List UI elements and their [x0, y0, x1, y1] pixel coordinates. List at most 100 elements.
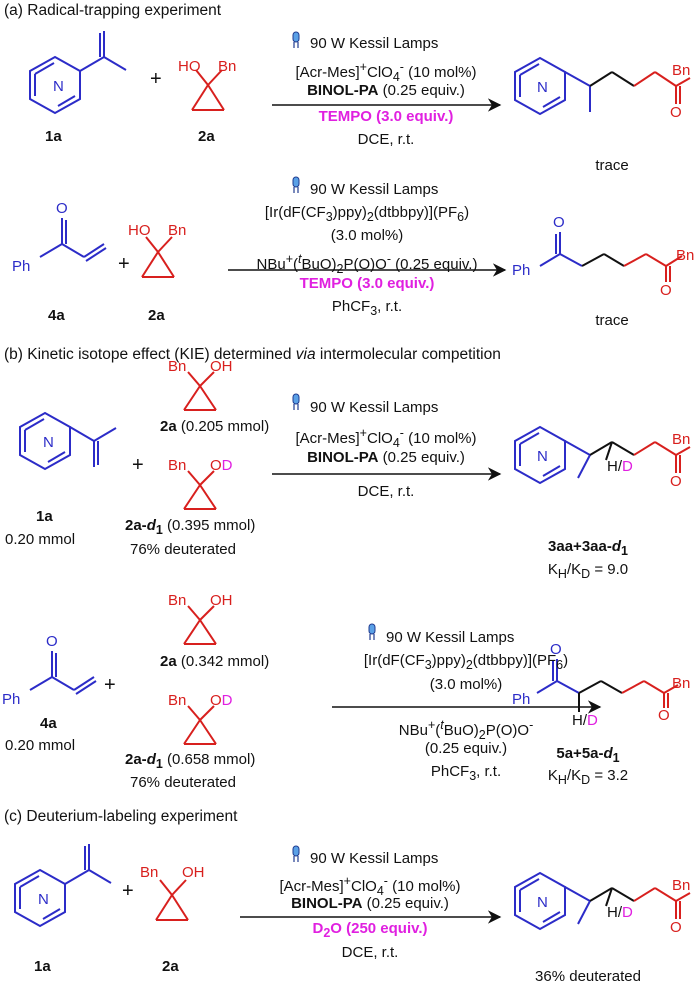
product-atom-o: O — [670, 104, 682, 121]
molecule-1a-r5 — [14, 844, 112, 928]
atom-ph: Ph — [2, 691, 21, 708]
molecule-1a-r3 — [19, 411, 117, 471]
atom-n: N — [43, 434, 54, 451]
label-2a: 2a — [198, 128, 215, 145]
plus-sign: + — [104, 674, 116, 696]
atom-n: N — [53, 78, 64, 95]
catalyst-text: [Acr-Mes]+ClO4- (10 mol%) — [295, 426, 477, 450]
molecule-2a-r5 — [155, 879, 189, 921]
product-atom-o: O — [550, 641, 562, 658]
atom-oh: OH — [210, 592, 233, 609]
lamp-icon — [292, 845, 300, 863]
product-atom-o: O — [670, 919, 682, 936]
plus-sign: + — [118, 253, 130, 275]
solvent-text: DCE, r.t. — [341, 944, 399, 961]
label-2a-amount: 2a (0.205 mmol) — [160, 418, 270, 435]
kie-r4: KH/KD = 3.2 — [547, 767, 629, 787]
catalyst-text: [Ir(dF(CF3)ppy)2(dtbbpy)](PF6) — [264, 204, 470, 224]
atom-bn: Bn — [168, 222, 187, 239]
amount-1a: 0.20 mmol — [5, 531, 76, 548]
product-atom-n: N — [537, 448, 548, 465]
atom-o: O — [46, 633, 58, 650]
acid-text: BINOL-PA (0.25 equiv.) — [307, 449, 465, 466]
atom-ho: HO — [128, 222, 151, 239]
acid-text: BINOL-PA (0.25 equiv.) — [307, 82, 465, 99]
product-atom-bn: Bn — [676, 247, 695, 264]
product-atom-ph: Ph — [512, 691, 531, 708]
catalyst-text: [Acr-Mes]+ClO4- (10 mol%) — [295, 60, 477, 84]
solvent-text: PhCF3, r.t. — [331, 298, 403, 318]
solvent-text: PhCF3, r.t. — [430, 763, 502, 783]
amount-4a: 0.20 mmol — [5, 737, 76, 754]
label-2a: 2a — [162, 958, 179, 975]
product-atom-bn: Bn — [672, 877, 691, 894]
plus-sign: + — [150, 68, 162, 90]
result-r1: trace — [595, 157, 629, 174]
product-atom-o: O — [553, 214, 565, 231]
product-label-r3: 3aa+3aa-d1 — [548, 538, 628, 558]
product-atom-hd: H/D — [572, 712, 598, 729]
product-atom-hd: H/D — [607, 458, 633, 475]
solvent-text: DCE, r.t. — [357, 483, 415, 500]
label-4a: 4a — [48, 307, 65, 324]
atom-o: O — [56, 200, 68, 217]
product-r4 — [536, 659, 679, 712]
product-r5-ring — [514, 871, 591, 931]
deuterated-text: 76% deuterated — [130, 774, 236, 791]
section-c-title: (c) Deuterium-labeling experiment — [4, 808, 238, 825]
molecule-4a — [39, 218, 107, 262]
result-r2: trace — [595, 312, 629, 329]
product-atom-bn: Bn — [672, 675, 691, 692]
lamp-icon — [368, 623, 376, 641]
lamp-text: 90 W Kessil Lamps — [310, 35, 439, 52]
product-r1-chain — [589, 71, 691, 104]
lamp-text: 90 W Kessil Lamps — [310, 399, 439, 416]
label-1a: 1a — [34, 958, 51, 975]
atom-bn: Bn — [168, 592, 187, 609]
plus-sign: + — [132, 454, 144, 476]
atom-bn: Bn — [140, 864, 159, 881]
product-r3-chain — [589, 441, 691, 473]
atom-ph: Ph — [12, 258, 31, 275]
molecule-2a-d1-r4 — [183, 705, 217, 745]
product-atom-o: O — [660, 282, 672, 299]
atom-od: OD — [210, 692, 233, 709]
label-4a: 4a — [40, 715, 57, 732]
atom-oh: OH — [210, 358, 233, 375]
lamp-icon — [292, 31, 300, 49]
atom-od: OD — [210, 457, 233, 474]
product-r3-ring — [514, 425, 591, 485]
solvent-text: DCE, r.t. — [357, 131, 415, 148]
base-text: NBu+(tBuO)2P(O)O- — [398, 718, 534, 742]
loading-text: (3.0 mol%) — [429, 676, 503, 693]
molecule-4a-r4 — [29, 651, 97, 695]
product-atom-ph: Ph — [512, 262, 531, 279]
kie-r3: KH/KD = 9.0 — [547, 561, 629, 581]
atom-bn: Bn — [168, 358, 187, 375]
lamp-icon — [292, 393, 300, 411]
atom-bn: Bn — [218, 58, 237, 75]
label-2a-amount: 2a (0.342 mmol) — [160, 653, 270, 670]
additive-text: D2O (250 equiv.) — [312, 920, 428, 940]
lamp-text: 90 W Kessil Lamps — [310, 850, 439, 867]
lamp-icon — [292, 176, 300, 194]
additive-text: TEMPO (3.0 equiv.) — [318, 108, 454, 125]
product-r1-ring — [514, 56, 591, 116]
base-equiv-text: (0.25 equiv.) — [424, 740, 508, 757]
additive-text: TEMPO (3.0 equiv.) — [299, 275, 435, 292]
product-atom-bn: Bn — [672, 62, 691, 79]
atom-n: N — [38, 891, 49, 908]
product-atom-n: N — [537, 79, 548, 96]
atom-bn: Bn — [168, 457, 187, 474]
label-2a: 2a — [148, 307, 165, 324]
deuterated-text: 76% deuterated — [130, 541, 236, 558]
molecule-2a — [191, 69, 225, 111]
base-text: NBu+(tBuO)2P(O)O- (0.25 equiv.) — [256, 252, 478, 276]
molecule-1a — [29, 31, 127, 115]
molecule-2a-r4 — [183, 605, 217, 645]
product-r5-chain — [589, 887, 691, 919]
atom-oh: OH — [182, 864, 205, 881]
loading-text: (3.0 mol%) — [330, 227, 404, 244]
molecule-2a-r2 — [141, 236, 175, 278]
